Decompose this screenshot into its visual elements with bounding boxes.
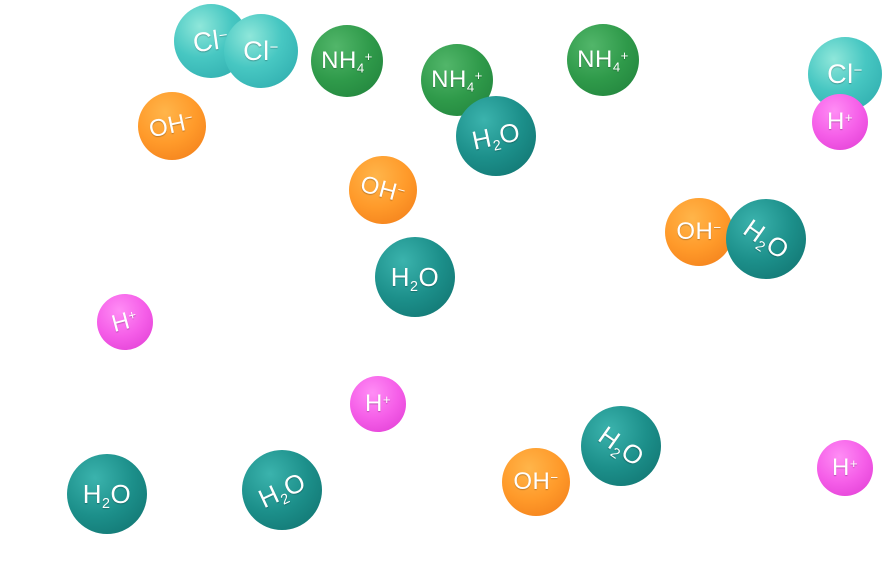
ion-charge: + <box>382 391 392 407</box>
ion-label: NH <box>321 47 357 74</box>
ion-label: Cl <box>243 35 270 66</box>
ion-charge: − <box>550 469 559 485</box>
molecule-label-tail: O <box>110 478 132 509</box>
ion-charge: − <box>853 62 863 79</box>
ammonium-ion: NH4+ <box>567 24 639 96</box>
ion-label: H <box>826 108 845 135</box>
hydroxide-ion: OH− <box>502 448 570 516</box>
ion-label: NH <box>431 66 467 93</box>
molecule-subscript: 2 <box>410 278 419 295</box>
molecule-label: H <box>82 478 103 509</box>
ion-label: H <box>831 454 850 481</box>
ion-subscript: 4 <box>612 59 621 75</box>
hydrogen-ion: H+ <box>817 440 873 496</box>
molecule-subscript: 2 <box>102 495 111 512</box>
hydroxide-ion: OH− <box>138 92 206 160</box>
hydroxide-ion: OH− <box>349 156 417 224</box>
ion-charge: − <box>269 39 279 56</box>
ion-charge: − <box>183 109 195 126</box>
chloride-ion: Cl− <box>808 37 882 111</box>
ion-label: NH <box>577 46 613 73</box>
ion-charge: − <box>713 219 722 235</box>
water-molecule: H2O <box>726 199 806 279</box>
hydroxide-ion: OH− <box>665 198 733 266</box>
ion-label: H <box>364 390 383 417</box>
ion-label: OH <box>146 109 189 144</box>
ion-subscript: 4 <box>466 79 475 95</box>
water-molecule: H2O <box>581 406 661 486</box>
ion-charge: + <box>849 455 859 471</box>
hydrogen-ion: H+ <box>812 94 868 150</box>
molecule-label-tail: O <box>418 261 440 292</box>
ion-label: OH <box>357 170 401 207</box>
molecule-label-tail: O <box>760 228 795 265</box>
ion-charge: + <box>620 47 629 63</box>
ammonium-ion: NH4+ <box>311 25 383 97</box>
ion-charge: − <box>396 181 408 199</box>
ion-label: OH <box>676 218 714 245</box>
hydrogen-ion: H+ <box>350 376 406 432</box>
ion-charge: + <box>364 48 373 64</box>
water-molecule: H2O <box>456 96 536 176</box>
water-molecule: H2O <box>375 237 455 317</box>
ion-charge: + <box>474 67 483 83</box>
water-molecule: H2O <box>67 454 147 534</box>
ion-charge: + <box>844 109 854 125</box>
ion-subscript: 4 <box>356 60 365 76</box>
water-molecule: H2O <box>242 450 322 530</box>
ion-label: OH <box>513 468 551 495</box>
chloride-ion: Cl− <box>224 14 298 88</box>
hydrogen-ion: H+ <box>97 294 153 350</box>
molecule-label-tail: O <box>615 435 650 472</box>
molecule-label: H <box>390 261 411 292</box>
ion-label: Cl <box>827 58 854 89</box>
